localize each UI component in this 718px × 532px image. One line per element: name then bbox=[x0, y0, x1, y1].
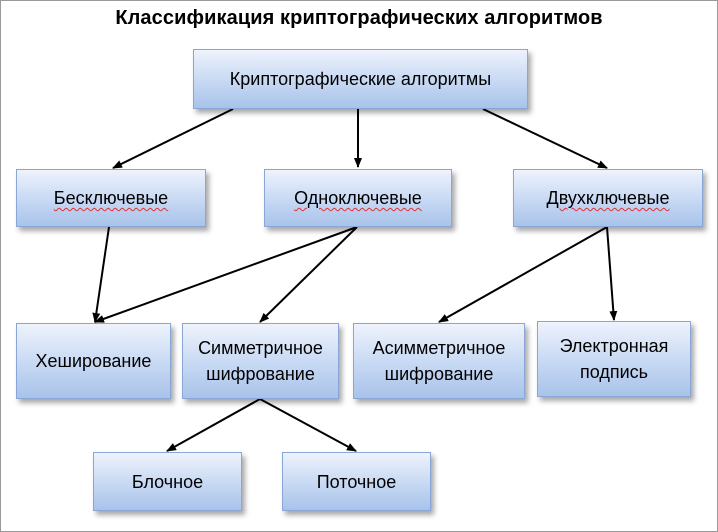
node-label-line-1: Электронная bbox=[559, 336, 669, 356]
node-two-key: Двухключевые bbox=[513, 169, 703, 227]
node-single-key: Одноключевые bbox=[264, 169, 452, 227]
node-hashing: Хеширование bbox=[16, 323, 171, 399]
node-label: Бесключевые bbox=[53, 188, 169, 208]
node-label: Двухключевые bbox=[546, 188, 670, 208]
arrow-single-key-to-hashing bbox=[94, 226, 358, 323]
node-stream: Поточное bbox=[282, 452, 431, 511]
arrow-symmetric-to-block bbox=[166, 398, 261, 452]
arrow-two-key-to-asymmetric bbox=[438, 226, 608, 323]
node-label-line-2: шифрование bbox=[206, 364, 315, 384]
node-label-line-2: подпись bbox=[579, 362, 649, 382]
node-label-line-2: шифрование bbox=[384, 364, 494, 384]
node-electronic-signature: Электронная подпись bbox=[537, 321, 691, 397]
arrow-root-to-keyless bbox=[112, 108, 234, 169]
node-keyless: Бесключевые bbox=[16, 169, 206, 227]
node-label: Хеширование bbox=[35, 351, 152, 371]
node-label-line-1: Асимметричное bbox=[372, 338, 506, 358]
node-asymmetric-encryption: Асимметричное шифрование bbox=[353, 323, 525, 399]
arrow-symmetric-to-stream bbox=[259, 398, 357, 452]
node-label: Одноключевые bbox=[294, 188, 422, 208]
node-cryptographic-algorithms: Криптографические алгоритмы bbox=[193, 49, 528, 109]
diagram-title: Классификация криптографических алгоритм… bbox=[115, 7, 603, 29]
node-symmetric-encryption: Симметричное шифрование bbox=[182, 323, 339, 399]
arrow-two-key-to-signature bbox=[606, 226, 618, 321]
node-label: Блочное bbox=[131, 471, 204, 492]
node-label: Поточное bbox=[316, 471, 397, 492]
arrow-single-key-to-symmetric bbox=[259, 226, 358, 323]
node-block: Блочное bbox=[93, 452, 242, 511]
node-label: Криптографические алгоритмы bbox=[229, 69, 492, 89]
arrow-keyless-to-hashing bbox=[92, 226, 110, 323]
arrow-root-to-two-key bbox=[482, 108, 608, 169]
node-label-line-1: Симметричное bbox=[198, 338, 323, 358]
